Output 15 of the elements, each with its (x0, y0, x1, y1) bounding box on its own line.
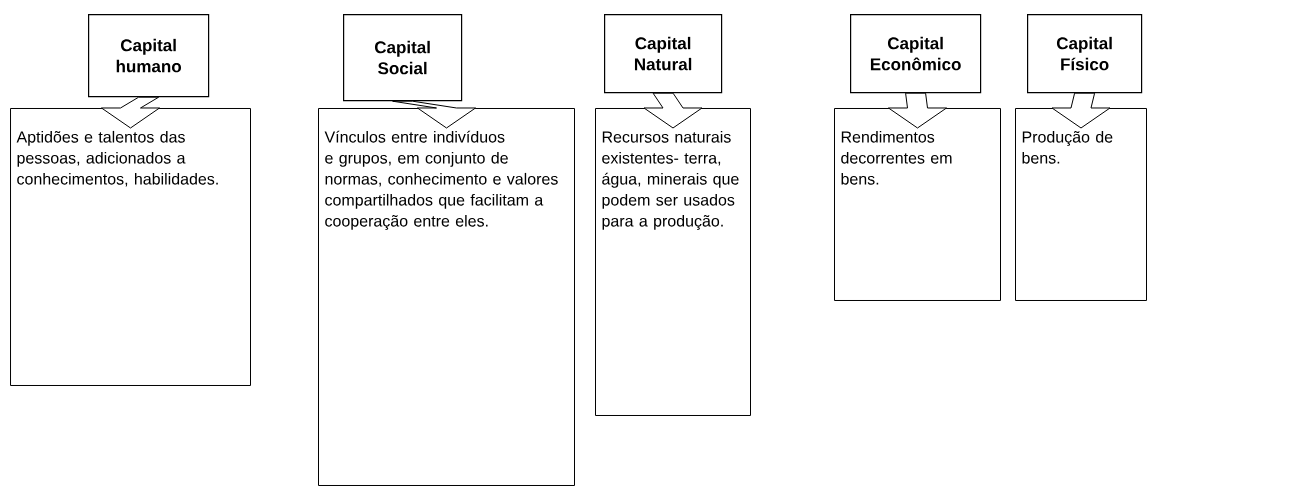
block-arrow (392, 100, 476, 129)
heading-box: Capital humano (88, 14, 210, 98)
block-arrow (643, 92, 703, 129)
description-box: Produção de bens. (1015, 108, 1147, 301)
heading-box: Capital Físico (1027, 14, 1143, 94)
description-box: Aptidões e talentos das pessoas, adicionados a conhecimentos, habilidades. (10, 108, 251, 386)
block-arrow (888, 92, 947, 129)
heading-box: Capital Econômico (850, 14, 982, 94)
block-arrow (1051, 92, 1111, 129)
description-box: Recursos naturais existentes- terra, água, minerais que podem ser usados para a produção. (595, 108, 751, 416)
heading-box: Capital Natural (604, 14, 723, 94)
description-box: Rendimentos decorrentes em bens. (834, 108, 1001, 301)
block-arrow (101, 96, 160, 129)
description-box: Vínculos entre indivíduos e grupos, em conjunto de normas, conhecimento e valores compartilhados que facilitam a cooperação entre eles. (318, 108, 575, 486)
heading-box: Capital Social (343, 14, 463, 102)
